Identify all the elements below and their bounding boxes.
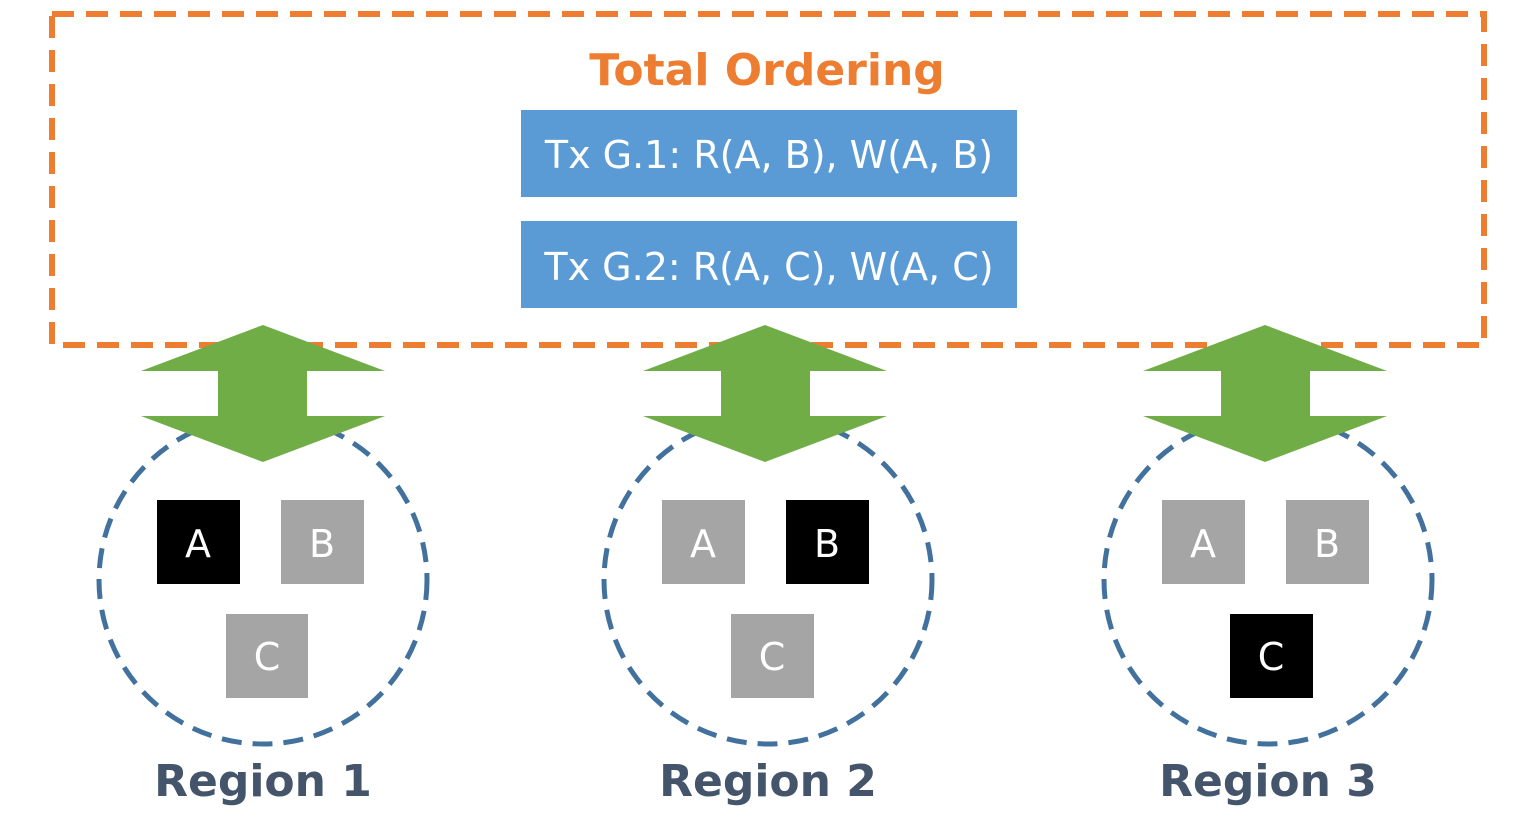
bidirectional-arrow: [141, 325, 385, 462]
tx-box-bg: [521, 221, 1017, 308]
node-box: [1162, 500, 1245, 584]
node-label: A: [1190, 522, 1216, 566]
region-3: A B C Region 3: [1101, 325, 1435, 807]
bidirectional-arrow: [643, 325, 887, 462]
node-box: [662, 500, 745, 584]
node-label: A: [690, 522, 716, 566]
region-label: Region 1: [154, 756, 372, 807]
node-box: [226, 614, 308, 698]
bidirectional-arrow: [1143, 325, 1387, 462]
region-label: Region 2: [659, 756, 877, 807]
node-label: C: [254, 635, 281, 679]
region-circle: [96, 413, 430, 747]
node-label: C: [759, 635, 786, 679]
region-circle: [1101, 413, 1435, 747]
node-label: B: [1314, 522, 1340, 566]
region-2: A B C Region 2: [601, 325, 935, 807]
node-box: [731, 614, 814, 698]
node-box: [1230, 614, 1313, 698]
node-label: B: [309, 522, 335, 566]
total-ordering-box: [49, 11, 1487, 348]
region-label: Region 3: [1159, 756, 1377, 807]
tx-box: Tx G.2: R(A, C), W(A, C): [521, 221, 1017, 308]
node-box: [281, 500, 364, 584]
total-ordering-title: Total Ordering: [589, 45, 945, 96]
tx-box-bg: [521, 110, 1017, 197]
node-label: C: [1258, 635, 1285, 679]
node-label: A: [185, 522, 211, 566]
tx-label: Tx G.1: R(A, B), W(A, B): [544, 133, 993, 177]
node-box: [786, 500, 869, 584]
region-circle: [601, 413, 935, 747]
node-box: [157, 500, 240, 584]
tx-label: Tx G.2: R(A, C), W(A, C): [543, 245, 993, 289]
node-box: [1286, 500, 1369, 584]
node-label: B: [814, 522, 840, 566]
region-1: A B C Region 1: [96, 325, 430, 807]
tx-box: Tx G.1: R(A, B), W(A, B): [521, 110, 1017, 197]
